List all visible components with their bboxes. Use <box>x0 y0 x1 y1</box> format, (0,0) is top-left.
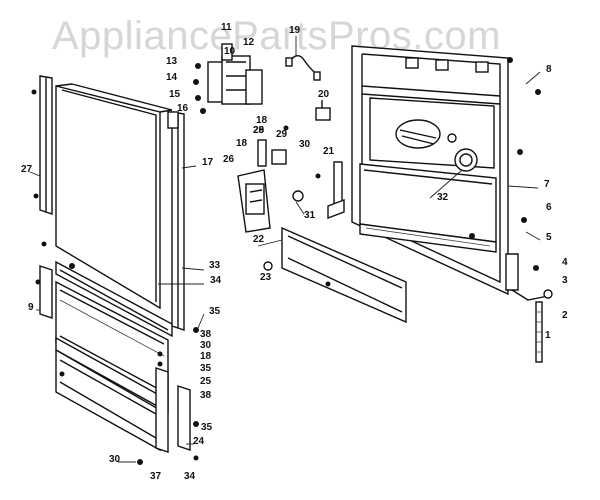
callout-c27: 27 <box>21 164 33 175</box>
callout-c33: 33 <box>209 260 221 271</box>
callout-c18a: 18 <box>256 115 268 126</box>
callout-c17: 17 <box>202 157 214 168</box>
callout-c7: 7 <box>544 179 550 190</box>
callout-c35b: 35 <box>200 363 212 374</box>
callout-c28: 28 <box>253 125 265 136</box>
screws-right <box>469 57 541 271</box>
callout-c12: 12 <box>243 37 255 48</box>
callout-c30b: 30 <box>200 340 212 351</box>
callout-c3: 3 <box>562 275 568 286</box>
callout-c14: 14 <box>166 72 178 83</box>
callout-c34a: 34 <box>210 275 222 286</box>
callout-c37: 37 <box>150 471 162 482</box>
callout-c32: 32 <box>437 192 449 203</box>
callout-c4: 4 <box>562 257 568 268</box>
callout-c6: 6 <box>546 202 552 213</box>
switch-bracket-26 <box>237 125 321 233</box>
callout-c30a: 30 <box>299 139 311 150</box>
kick-plate-22 <box>263 226 407 324</box>
latch-bracket-assembly <box>193 43 263 114</box>
callout-c38b: 38 <box>200 390 212 401</box>
callout-c18b: 18 <box>236 138 248 149</box>
callout-c35c: 35 <box>201 422 213 433</box>
callout-c9: 9 <box>28 302 34 313</box>
actuator-21 <box>327 161 345 220</box>
callout-c11: 11 <box>221 22 232 33</box>
detergent-dispenser <box>395 119 457 149</box>
lower-panel-assembly <box>55 280 191 453</box>
callout-c10: 10 <box>224 46 236 57</box>
switch-20 <box>315 100 331 121</box>
callout-c26: 26 <box>223 154 235 165</box>
wire-harness-19 <box>285 55 321 81</box>
callout-c5: 5 <box>546 232 552 243</box>
callout-c29a: 29 <box>253 125 265 136</box>
callout-c31: 31 <box>304 210 316 221</box>
callout-c2: 2 <box>562 310 568 321</box>
callout-c30c: 30 <box>109 454 121 465</box>
callout-c23: 23 <box>260 272 272 283</box>
hinge-3 <box>505 253 553 301</box>
left-door-trim-27 <box>39 75 53 215</box>
callout-c19: 19 <box>289 25 301 36</box>
callout-c34b: 34 <box>184 471 196 482</box>
inner-door-liner-7 <box>351 45 509 296</box>
callout-c38a: 38 <box>200 329 212 340</box>
callout-c1: 1 <box>545 330 551 341</box>
callout-c13: 13 <box>166 56 178 67</box>
fasteners-left <box>31 89 199 465</box>
door-panel <box>55 83 173 310</box>
callout-labels: 1234567891011121314151617181818192021222… <box>21 22 568 482</box>
bottom-door-trim-9 <box>39 260 173 338</box>
callout-c25: 25 <box>200 376 212 387</box>
rinse-aid-cap-32 <box>454 148 478 172</box>
callout-c21: 21 <box>323 146 335 157</box>
callout-c18c: 18 <box>200 351 212 362</box>
callout-c16: 16 <box>177 103 189 114</box>
right-door-trim-17 <box>167 111 185 331</box>
leader-lines <box>29 36 541 463</box>
callout-c20: 20 <box>318 89 330 100</box>
hinge-pin-1 <box>535 301 543 363</box>
callout-c24: 24 <box>193 436 205 447</box>
callout-c35a: 35 <box>209 306 221 317</box>
callout-c29b: 29 <box>276 129 288 140</box>
callout-c15: 15 <box>169 89 181 100</box>
callout-c22: 22 <box>253 234 265 245</box>
callout-c8: 8 <box>546 64 552 75</box>
